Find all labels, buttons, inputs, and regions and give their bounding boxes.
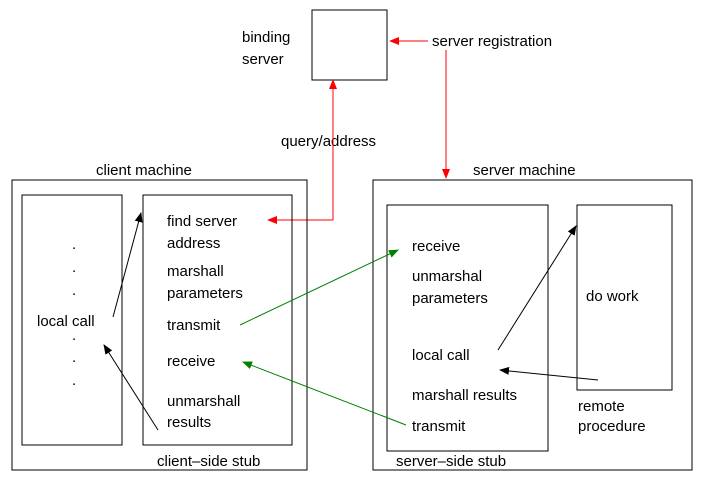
client-stub-unmarshall-line1: unmarshall: [167, 393, 240, 410]
server-machine-box: [372, 179, 693, 471]
server-stub-marshall-results: marshall results: [412, 387, 517, 404]
client-stub-marshall-line1: marshall: [167, 263, 224, 280]
binding-server-box: [311, 9, 388, 81]
server-registration-label: server registration: [432, 33, 552, 50]
server-return-arrow: [499, 366, 599, 381]
server-stub-transmit: transmit: [412, 418, 466, 435]
client-dot-3: .: [72, 282, 76, 299]
server-stub-receive: receive: [412, 238, 460, 255]
binding-server-label-line2: server: [242, 51, 284, 68]
client-local-call-label: local call: [37, 313, 95, 330]
client-dot-1: .: [72, 236, 76, 253]
client-stub-receive: receive: [167, 353, 215, 370]
client-dot-5: .: [72, 349, 76, 366]
server-stub-unmarshal-line1: unmarshal: [412, 268, 482, 285]
request-transmit-arrow: [239, 249, 399, 326]
client-stub-caption: client–side stub: [157, 453, 260, 470]
client-dot-4: .: [72, 327, 76, 344]
server-stub-unmarshal-line2: parameters: [412, 290, 488, 307]
server-call-arrow: [497, 225, 577, 351]
reply-transmit-arrow: [242, 361, 407, 426]
binding-server-label-line1: binding: [242, 29, 290, 46]
server-stub-box: [386, 204, 549, 452]
server-machine-title: server machine: [473, 162, 576, 179]
remote-procedure-line1: remote: [578, 398, 625, 415]
client-stub-unmarshall-line2: results: [167, 414, 211, 431]
client-dot-6: .: [72, 372, 76, 389]
client-app-box: [21, 194, 123, 446]
do-work-label: do work: [586, 288, 639, 305]
client-call-arrow: [112, 212, 143, 318]
server-stub-local-call: local call: [412, 347, 470, 364]
server-stub-caption: server–side stub: [396, 453, 506, 470]
client-stub-find-line1: find server: [167, 213, 237, 230]
client-return-arrow: [103, 344, 159, 431]
client-machine-title: client machine: [96, 162, 192, 179]
query-address-label: query/address: [281, 133, 376, 150]
do-work-box: [576, 204, 673, 391]
client-stub-transmit: transmit: [167, 317, 221, 334]
client-dot-2: .: [72, 259, 76, 276]
client-stub-box: [142, 194, 293, 446]
client-machine-box: [11, 179, 308, 471]
client-stub-marshall-line2: parameters: [167, 285, 243, 302]
remote-procedure-line2: procedure: [578, 418, 646, 435]
client-stub-find-line2: address: [167, 235, 220, 252]
